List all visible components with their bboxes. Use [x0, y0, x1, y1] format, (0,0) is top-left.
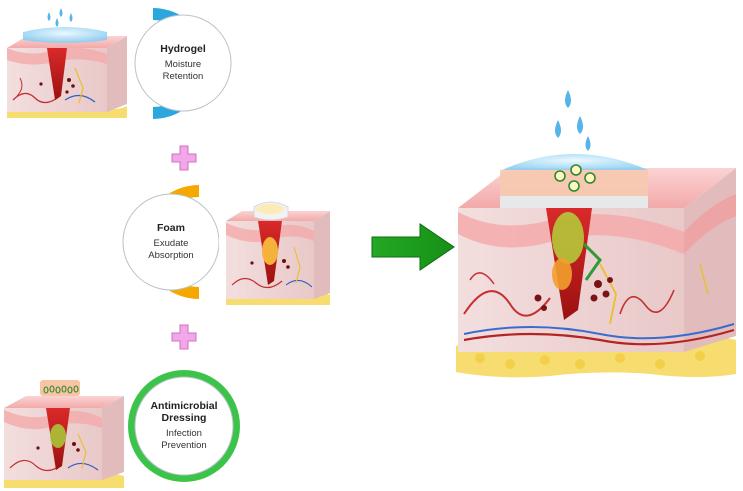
foam-subtitle: Exudate Absorption	[148, 238, 193, 262]
antimicrobial-title-line-1: Antimicrobial	[150, 400, 218, 412]
antimicrobial-ring	[128, 370, 240, 482]
foam-skin-illustration	[226, 201, 330, 305]
hydrogel-subtitle-line-2: Retention	[162, 71, 204, 82]
hydrogel-ring	[134, 8, 232, 119]
antimicrobial-title-line-2: Dressing	[161, 412, 207, 424]
hydrogel-subtitle-line-1: Moisture	[164, 59, 202, 70]
foam-subtitle-line-1: Exudate	[153, 238, 189, 249]
hydrogel-skin-illustration	[7, 8, 127, 118]
plus-icon	[171, 324, 197, 350]
plus-icon	[171, 145, 197, 171]
foam-ring	[122, 185, 219, 299]
foam-label: Foam Exudate Absorption	[128, 205, 214, 279]
antimicrobial-label: Antimicrobial Dressing Infection Prevent…	[140, 388, 228, 464]
antimicrobial-title: Antimicrobial Dressing	[150, 400, 217, 424]
antimicrobial-skin-illustration	[4, 380, 124, 488]
hydrogel-title: Hydrogel	[160, 43, 206, 55]
foam-subtitle-line-2: Absorption	[148, 250, 194, 261]
hydrogel-subtitle: Moisture Retention	[163, 59, 204, 83]
combined-dressing-illustration	[456, 90, 736, 378]
antimicrobial-subtitle-line-2: Prevention	[161, 440, 207, 451]
arrow-right-icon	[371, 223, 455, 271]
foam-title: Foam	[156, 222, 185, 234]
antimicrobial-subtitle: Infection Prevention	[161, 428, 206, 452]
antimicrobial-subtitle-line-1: Infection	[166, 428, 202, 439]
hydrogel-label: Hydrogel Moisture Retention	[140, 26, 226, 100]
